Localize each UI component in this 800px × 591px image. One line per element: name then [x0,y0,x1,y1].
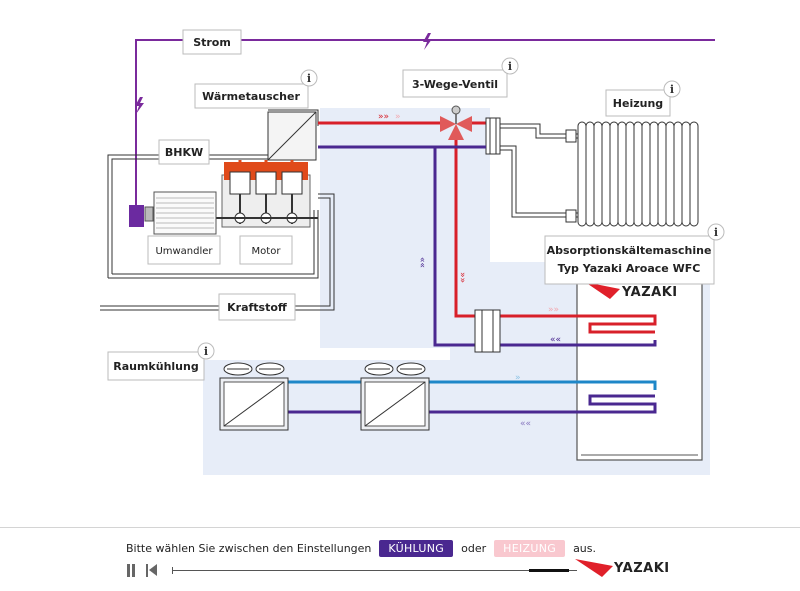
radiator-fin [681,121,691,227]
control-bar: Bitte wählen Sie zwischen den Einstellun… [0,527,800,591]
fan-unit-right [360,362,430,431]
label-raumkuehlung: Raumkühlung [107,351,205,381]
radiator-fin [649,121,659,227]
pause-icon[interactable] [126,564,137,577]
cooling-button[interactable]: KÜHLUNG [379,539,454,557]
coupler-lower [474,309,501,353]
label-waermetauscher: Wärmetauscher [194,83,309,109]
engine [215,160,318,228]
radiator-fin [665,121,675,227]
radiator [565,121,699,227]
label-bhkw: BHKW [158,139,210,165]
yazaki-logo: YAZAKI [575,559,670,577]
fan-unit-left [219,362,289,431]
hot-pipes [318,121,657,334]
svg-text:3-Wege-Ventil: 3-Wege-Ventil [412,78,498,91]
radiator-fin [593,121,603,227]
label-heizung: Heizung [605,89,671,117]
radiator-fin [617,121,627,227]
electricity-line [135,39,715,205]
radiator-fin [609,121,619,227]
label-kraftstoff: Kraftstoff [218,293,296,321]
svg-text:Raumkühlung: Raumkühlung [113,360,198,373]
label-motor: Motor [239,235,293,265]
info-icon[interactable]: i [197,342,215,360]
svg-text:i: i [204,345,208,358]
svg-text:»: » [395,112,401,122]
chiller-logo: YAZAKI [585,282,678,300]
system-diagram: »» » »» »» «« »» » «« [100,29,725,475]
radiator-fin [577,121,587,227]
svg-text:»»: »» [418,257,428,268]
svg-text:»»: »» [457,272,467,283]
svg-text:Wärmetauscher: Wärmetauscher [202,90,300,103]
three-way-valve [440,105,472,140]
label-strom: Strom [182,29,242,55]
svg-text:»»: »» [548,305,559,315]
svg-text:i: i [307,72,311,85]
info-icon[interactable]: i [707,223,725,241]
chiller-cabinet [576,261,703,461]
heating-button[interactable]: HEIZUNG [494,539,566,557]
rewind-icon[interactable] [146,564,158,577]
svg-text:BHKW: BHKW [165,146,203,159]
svg-text:Heizung: Heizung [613,97,663,110]
radiator-fin [641,121,651,227]
svg-text:Typ Yazaki Aroace WFC: Typ Yazaki Aroace WFC [558,262,701,275]
svg-text:i: i [670,83,674,96]
svg-text:YAZAKI: YAZAKI [621,285,678,300]
svg-text:Absorptionskältemaschine: Absorptionskältemaschine [547,244,712,257]
label-umwandler: Umwandler [147,235,221,265]
radiator-fin [633,121,643,227]
svg-text:i: i [508,60,512,73]
svg-text:Kraftstoff: Kraftstoff [227,301,287,314]
mode-connector: oder [461,541,487,555]
svg-text:»»: »» [378,112,389,122]
flow-arrows: »» » »» »» «« »» » «« [378,112,561,429]
radiator-fin [585,121,595,227]
heat-exchanger [267,111,317,161]
gray-pipes [100,109,580,311]
mode-selector: Bitte wählen Sie zwischen den Einstellun… [126,538,596,558]
svg-text:Strom: Strom [193,36,231,49]
info-icon[interactable]: i [300,69,318,87]
converter-plug [129,205,144,227]
svg-text:»: » [515,373,521,383]
label-absorption: Absorptionskältemaschine Typ Yazaki Aroa… [544,235,715,285]
coupler-upper [485,117,501,155]
radiator-fin [601,121,611,227]
progress-handle[interactable] [529,569,569,572]
mode-prompt: Bitte wählen Sie zwischen den Einstellun… [126,541,372,555]
svg-text:i: i [714,226,718,239]
svg-text:Motor: Motor [252,246,282,257]
lightning-icon [135,33,432,114]
animation-player [126,563,686,579]
svg-text:YAZAKI: YAZAKI [613,561,670,576]
progress-track[interactable] [172,567,577,574]
radiator-fin [625,121,635,227]
svg-text:««: «« [550,335,561,345]
info-icon[interactable]: i [501,57,519,75]
radiator-fin [689,121,699,227]
mode-suffix: aus. [573,541,597,555]
radiator-fin [657,121,667,227]
cold-pipes [220,145,657,414]
converter [144,191,217,235]
info-icon[interactable]: i [663,80,681,98]
svg-text:Umwandler: Umwandler [155,246,213,257]
svg-text:««: «« [520,419,531,429]
radiator-fin [673,121,683,227]
label-ventil: 3-Wege-Ventil [402,69,508,98]
